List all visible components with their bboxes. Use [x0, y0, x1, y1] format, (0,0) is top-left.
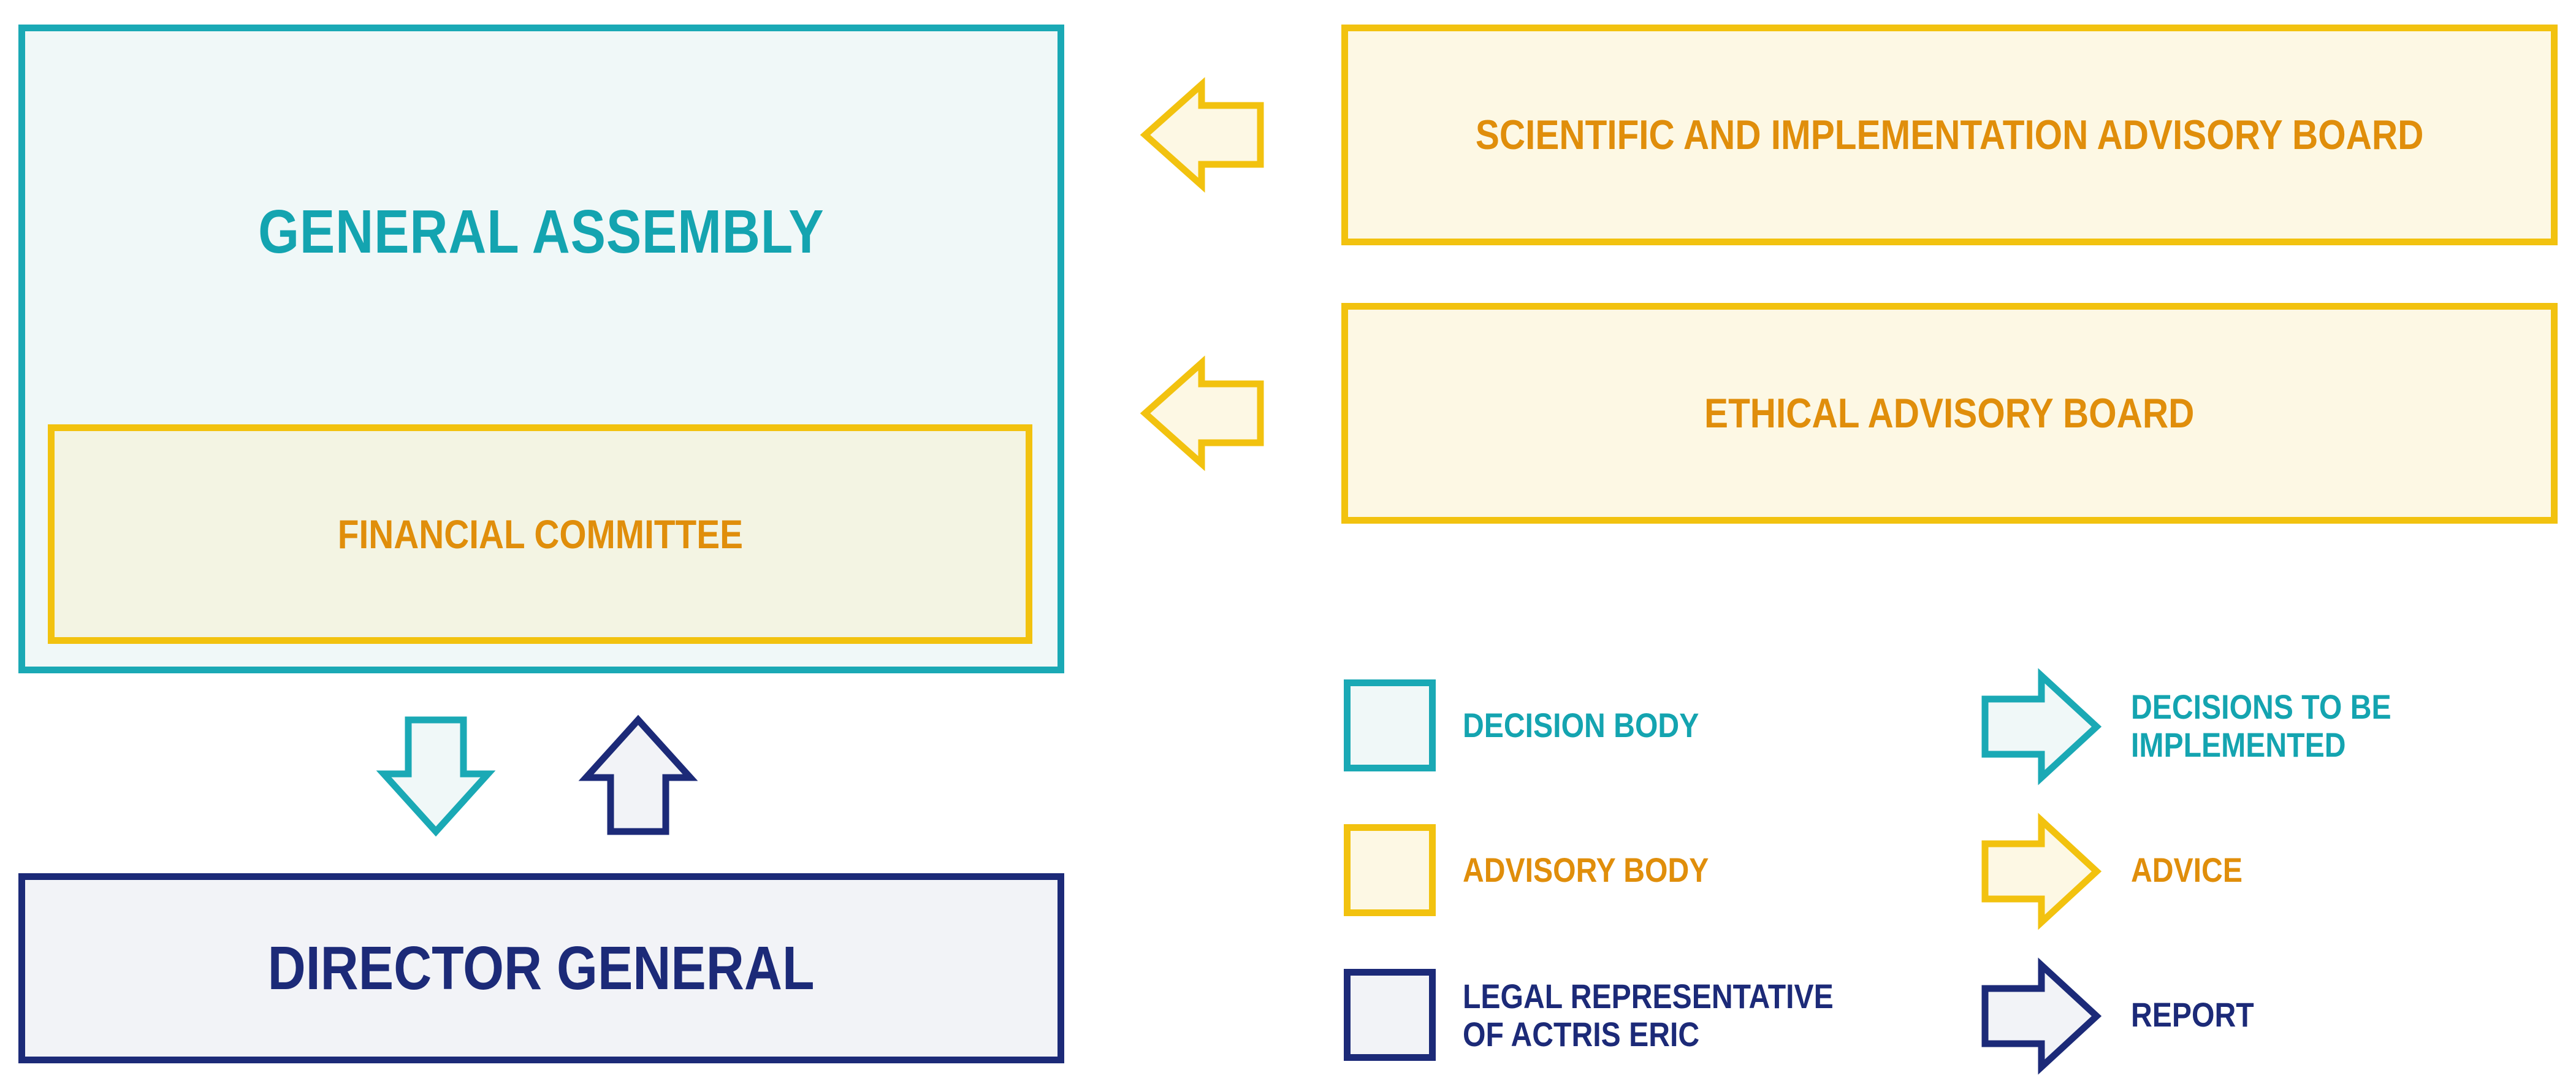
advice-arrow-icon [1140, 355, 1264, 472]
financial-committee-box: FINANCIAL COMMITTEE [48, 424, 1032, 644]
director-general-label: DIRECTOR GENERAL [268, 933, 815, 1003]
legend-legal-representative-swatch [1344, 969, 1436, 1061]
scientific-advisory-board-box: SCIENTIFIC AND IMPLEMENTATION ADVISORY B… [1341, 25, 2558, 245]
legend-decision-body-label: DECISION BODY [1463, 706, 1699, 744]
legend-advice-arrow-icon [1981, 813, 2102, 930]
financial-committee-label: FINANCIAL COMMITTEE [337, 511, 743, 557]
legend-decisions-label: DECISIONS TO BE IMPLEMENTED [2131, 687, 2391, 764]
legend-advisory-body-swatch [1344, 824, 1436, 916]
ethical-advisory-board-box: ETHICAL ADVISORY BOARD [1341, 303, 2558, 524]
legend-decision-body-swatch [1344, 679, 1436, 771]
legend-advice-label: ADVICE [2131, 851, 2243, 889]
general-assembly-text: GENERAL ASSEMBLY [258, 197, 825, 266]
report-up-arrow-icon [578, 714, 698, 835]
general-assembly-label: GENERAL ASSEMBLY [25, 197, 1057, 267]
scientific-advisory-board-label: SCIENTIFIC AND IMPLEMENTATION ADVISORY B… [1475, 112, 2424, 158]
advice-arrow-icon [1140, 77, 1264, 193]
ethical-advisory-board-label: ETHICAL ADVISORY BOARD [1704, 390, 2195, 437]
legend-report-label: REPORT [2131, 995, 2254, 1034]
legend-advisory-body-label: ADVISORY BODY [1463, 851, 1709, 889]
legend-report-arrow-icon [1981, 957, 2102, 1075]
legend-legal-representative-label: LEGAL REPRESENTATIVE OF ACTRIS ERIC [1463, 977, 1834, 1053]
legend-decision-arrow-icon [1981, 668, 2102, 786]
director-general-box: DIRECTOR GENERAL [18, 873, 1064, 1063]
decision-down-arrow-icon [376, 716, 496, 837]
